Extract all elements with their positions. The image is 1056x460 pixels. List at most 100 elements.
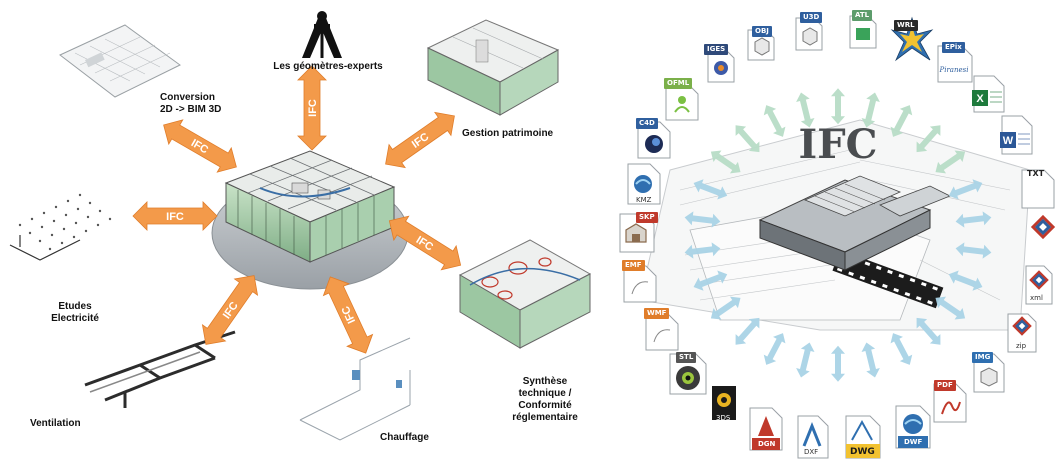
format-zip: zip — [1006, 310, 1038, 359]
radial-arrow — [693, 270, 728, 291]
format-img: IMG — [972, 350, 1006, 399]
label-ventilation: Ventilation — [30, 418, 81, 429]
radial-arrow — [890, 333, 913, 365]
format-obj: OBJ — [746, 26, 776, 67]
radial-arrow — [935, 296, 966, 320]
ifc-arrow-synthesis: IFC — [388, 215, 462, 271]
zip-file-icon — [1007, 313, 1037, 353]
ifc-arrows: IFC IFC IFC IFC IFC — [132, 65, 462, 354]
label-synthesis-line1: Synthèse — [522, 376, 568, 387]
wmf-tag: WMF — [644, 308, 670, 319]
ifc-building-model — [758, 175, 951, 271]
ifc-arrow-heating: IFC — [322, 276, 374, 354]
txt-file-icon — [1021, 169, 1055, 209]
dxf-file-icon — [797, 415, 829, 459]
central-building-model — [224, 150, 396, 263]
radial-arrow — [948, 179, 983, 200]
ifc-workflow-panel: IFC IFC IFC IFC IFC — [9, 11, 592, 443]
dwf-file-icon — [895, 405, 931, 449]
radial-arrow — [693, 179, 728, 200]
format-ofml: OFML — [662, 78, 702, 127]
ifc-logo-icon — [1030, 214, 1056, 240]
obj-file-icon — [747, 29, 775, 61]
svg-text:X: X — [976, 93, 984, 105]
radial-arrow — [916, 317, 941, 345]
word-file-icon: W — [1000, 115, 1033, 155]
radial-arrow — [684, 211, 721, 228]
heating-network — [299, 337, 411, 441]
radial-arrow — [948, 270, 983, 291]
ifc-arrow-ventilation: IFC — [201, 275, 259, 345]
label-electrical-line1: Etudes — [58, 301, 92, 312]
format-xls: X — [970, 74, 1006, 119]
radial-arrow — [763, 333, 786, 365]
dgn-file-icon — [749, 407, 783, 451]
ofml-file-icon — [665, 83, 699, 121]
format-txt: TXT — [1020, 166, 1056, 215]
radial-arrow — [890, 105, 913, 137]
format-3ds: 3DS — [710, 382, 740, 431]
zip-caption: zip — [1016, 342, 1027, 350]
ifc-arrow-asset: IFC — [385, 111, 455, 169]
label-surveyors: Les géomètres-experts — [273, 61, 383, 72]
radial-arrow — [684, 242, 721, 259]
xml-file-icon — [1025, 265, 1053, 305]
radial-arrow — [796, 342, 815, 378]
radial-arrow — [735, 317, 760, 345]
kmz-caption: KMZ — [636, 196, 652, 204]
label-synthesis-line2: technique / — [518, 388, 572, 399]
dwg-caption: DWG — [850, 447, 875, 457]
ifc-arrow-surveyors: IFC — [297, 65, 327, 151]
arrow-label: IFC — [307, 99, 319, 117]
atl-tag: ATL — [852, 10, 873, 21]
txt-tag: TXT — [1027, 169, 1045, 178]
radial-arrow — [831, 88, 845, 125]
format-xml: xml — [1024, 262, 1054, 311]
asset-management-model — [426, 19, 560, 116]
format-wrl: WRL — [890, 16, 934, 69]
radial-arrows — [684, 88, 992, 382]
atl-file-icon — [849, 15, 877, 49]
format-skp: SKP — [618, 210, 658, 259]
format-dxf: DXF — [796, 414, 830, 460]
formats-svg: IFC — [639, 88, 1031, 382]
label-synthesis: Synthèse technique / Conformité réglemen… — [500, 376, 590, 424]
label-electrical-line2: Electricité — [51, 313, 99, 324]
radial-arrow — [935, 150, 966, 174]
dgn-caption: DGN — [758, 440, 776, 448]
u3d-file-icon — [795, 17, 823, 51]
synthesis-model — [458, 239, 592, 349]
format-iges: IGES — [704, 44, 740, 89]
radial-arrow — [710, 150, 741, 174]
dxf-caption: DXF — [804, 448, 819, 456]
epix-tag: EPix — [942, 42, 965, 53]
radial-arrow — [955, 211, 992, 228]
radial-arrow — [796, 92, 815, 128]
svg-text:W: W — [1003, 135, 1014, 147]
format-dwf: DWF — [894, 404, 932, 455]
label-synthesis-line4: réglementaire — [512, 412, 578, 423]
obj-tag: OBJ — [752, 26, 772, 37]
iges-tag: IGES — [704, 44, 729, 55]
format-kmz: KMZ — [626, 160, 662, 213]
film-strip — [832, 249, 944, 309]
format-pdf: PDF — [932, 378, 968, 429]
wrl-star-icon — [890, 16, 934, 62]
3ds-file-icon — [712, 386, 736, 420]
radial-arrow — [861, 92, 880, 128]
kmz-file-icon — [627, 163, 661, 205]
format-epix: Piranesi EPix — [936, 40, 976, 89]
format-dgn: DGN — [748, 406, 784, 457]
format-emf: EMF — [622, 260, 658, 309]
format-wmf: WMF — [644, 308, 680, 357]
pdf-tag: PDF — [934, 380, 956, 391]
radial-arrow — [916, 125, 941, 153]
label-conversion: Conversion 2D -> BIM 3D — [160, 92, 240, 116]
label-heating: Chauffage — [380, 432, 429, 443]
format-ifc-logo-1 — [1030, 214, 1056, 249]
format-c4d: C4D — [634, 118, 674, 165]
format-atl: ATL — [848, 10, 878, 55]
ifc-title: IFC — [799, 121, 878, 168]
radial-arrow — [861, 342, 880, 378]
